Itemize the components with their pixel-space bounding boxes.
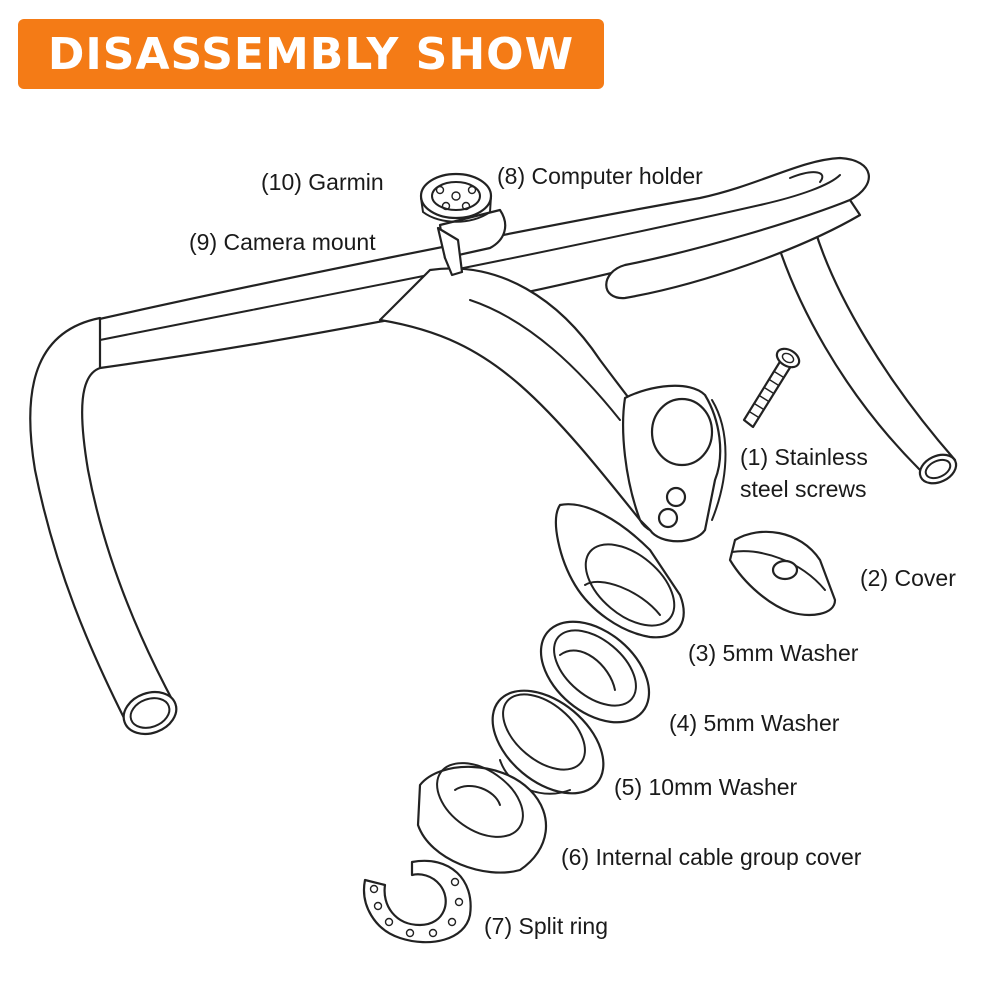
label-split-ring: (7) Split ring bbox=[484, 913, 608, 939]
label-camera-mount: (9) Camera mount bbox=[189, 229, 376, 255]
washer-10mm bbox=[491, 689, 605, 795]
cover-part bbox=[728, 530, 837, 616]
split-ring bbox=[362, 859, 472, 944]
right-drop bbox=[773, 228, 958, 485]
label-washer-3: (3) 5mm Washer bbox=[688, 640, 859, 666]
washer-5mm-b bbox=[539, 620, 651, 724]
label-cover: (2) Cover bbox=[860, 565, 956, 591]
stem bbox=[378, 267, 727, 543]
banner-title: DISASSEMBLY SHOW bbox=[47, 28, 575, 80]
stainless-screw bbox=[742, 347, 801, 429]
internal-cable-cover bbox=[416, 762, 548, 874]
label-washer-5: (5) 10mm Washer bbox=[614, 774, 798, 800]
left-drop bbox=[29, 316, 178, 736]
label-computer-holder: (8) Computer holder bbox=[497, 163, 703, 189]
label-washer-4: (4) 5mm Washer bbox=[669, 710, 840, 736]
label-cable-cover: (6) Internal cable group cover bbox=[561, 844, 862, 870]
label-garmin: (10) Garmin bbox=[261, 169, 384, 195]
washer-5mm-a bbox=[554, 503, 685, 639]
label-screws-line1: (1) Stainless bbox=[740, 444, 868, 470]
label-screws-line2: steel screws bbox=[740, 476, 867, 502]
title-banner: DISASSEMBLY SHOW bbox=[18, 19, 604, 89]
computer-holder bbox=[419, 172, 507, 277]
